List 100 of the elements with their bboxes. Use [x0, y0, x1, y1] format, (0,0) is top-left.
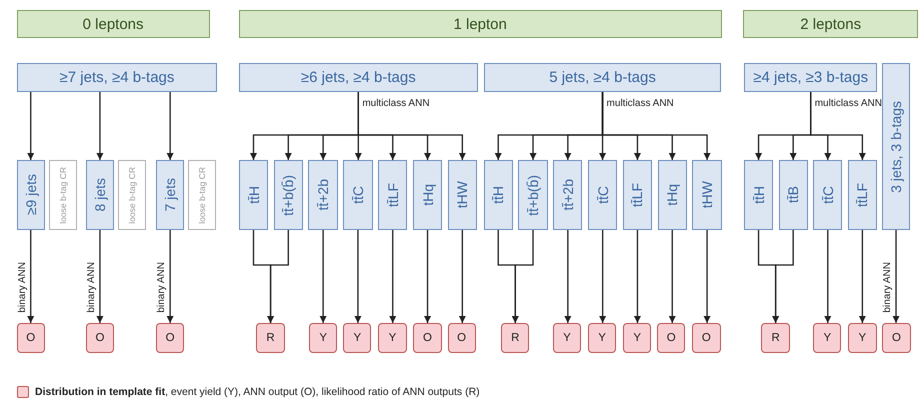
class-box: [518, 160, 548, 230]
output-label: O: [26, 332, 36, 344]
class-label: tHW: [700, 181, 714, 209]
output-box: [413, 323, 442, 353]
class-label: tt̄C: [596, 186, 610, 204]
class-box: [484, 160, 513, 230]
class-label: ≥9 jets: [24, 174, 38, 216]
output-box: [761, 323, 790, 353]
category-label: ≥6 jets, ≥4 b-tags: [300, 69, 416, 86]
class-label: tHq: [420, 184, 435, 206]
output-label: Y: [388, 332, 396, 344]
arrow: [358, 92, 466, 160]
output-label: O: [423, 332, 432, 344]
arrow: [564, 230, 572, 323]
arrow: [354, 230, 362, 323]
output-box: [86, 323, 114, 353]
arrow: [320, 230, 327, 323]
edge-label: binary ANN: [18, 262, 28, 313]
output-box: [692, 323, 721, 353]
output-box: [309, 323, 338, 353]
control-region-box: [118, 160, 146, 230]
output-label: R: [511, 332, 520, 344]
output-box: [16, 323, 45, 353]
class-box: [588, 160, 618, 230]
class-box: [274, 160, 303, 230]
class-label: 7 jets: [163, 178, 178, 212]
output-box: [552, 323, 582, 353]
class-label: tt̄H: [246, 186, 260, 204]
category-box: [744, 63, 878, 92]
class-box: [378, 160, 408, 230]
class-box: [412, 160, 442, 230]
output-box: [343, 323, 372, 353]
class-box: [622, 160, 652, 230]
arrow: [668, 230, 676, 323]
output-label: O: [166, 332, 175, 344]
output-box: [623, 323, 652, 353]
class-box: [692, 160, 722, 230]
control-region-label: loose b-tag CR: [198, 166, 207, 224]
control-region-box: [188, 160, 216, 230]
class-label: 3 jets, 3 b-tags: [889, 100, 904, 192]
arrow: [772, 230, 794, 323]
arrow: [267, 230, 289, 323]
output-label: Y: [633, 332, 641, 344]
class-box: [156, 160, 184, 230]
output-label: O: [702, 332, 711, 344]
class-label: tt̄H: [752, 186, 766, 204]
output-label: R: [771, 332, 780, 344]
arrow: [858, 230, 866, 323]
control-region-label: loose b-tag CR: [58, 166, 68, 224]
arrow: [27, 92, 34, 160]
class-label: tt̄+2b: [560, 179, 575, 211]
class-box: [848, 160, 877, 230]
output-box: [588, 323, 616, 353]
class-label: tt̄C: [820, 186, 835, 204]
class-label: tt̄LF: [630, 182, 644, 208]
class-box: [553, 160, 582, 230]
output-box: [501, 323, 530, 353]
class-box: [882, 63, 910, 230]
arrow: [512, 230, 534, 323]
category-box: [484, 63, 722, 92]
class-label: tt̄B: [786, 186, 800, 204]
category-label: 5 jets, ≥4 b-tags: [549, 69, 656, 86]
arrow: [96, 230, 104, 323]
category-label: ≥7 jets, ≥4 b-tags: [60, 69, 174, 86]
region-title: 0 leptons: [82, 16, 144, 32]
class-label: tt̄+2b: [316, 179, 330, 211]
class-label: tt̄H: [491, 186, 506, 204]
class-box: [448, 160, 477, 230]
output-label: Y: [563, 332, 571, 344]
region-title: 2 leptons: [800, 16, 862, 32]
region-banner: [16, 10, 210, 38]
category-box: [16, 63, 218, 92]
class-box: [343, 160, 373, 230]
output-box: [256, 323, 285, 353]
output-box: [813, 323, 842, 353]
class-label: 8 jets: [92, 178, 107, 212]
legend-text: Distribution in template fit, event yield (Y), ANN output (O), likelihood ratio of ANN outputs (R): [35, 386, 480, 398]
arrow: [599, 230, 606, 323]
category-label: ≥4 jets, ≥3 b-tags: [753, 69, 868, 86]
class-box: [16, 160, 45, 230]
class-box: [308, 160, 338, 230]
arrow: [166, 92, 174, 160]
region-banner: [238, 10, 722, 38]
class-label: tt̄LF: [386, 182, 400, 208]
output-box: [848, 323, 877, 353]
class-box: [744, 160, 774, 230]
output-box: [882, 323, 911, 353]
output-label: O: [95, 332, 104, 344]
arrow: [634, 230, 641, 323]
output-label: R: [266, 332, 275, 344]
arrow: [824, 230, 832, 323]
arrow: [704, 230, 711, 323]
class-label: tt̄LF: [855, 182, 870, 208]
arrow: [892, 230, 900, 323]
class-label: tt̄+b(b̄): [281, 174, 296, 216]
edge-label: binary ANN: [883, 262, 894, 313]
class-box: [813, 160, 842, 230]
arrow: [96, 92, 104, 160]
output-box: [657, 323, 686, 353]
arrow: [424, 230, 432, 323]
